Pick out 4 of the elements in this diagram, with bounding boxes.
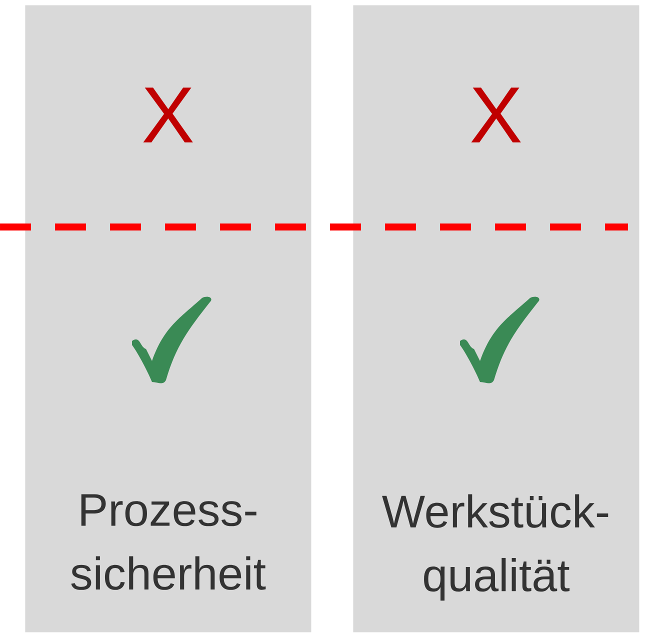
cross-mark: X — [143, 88, 193, 142]
column-label: Prozess- sicherheit — [71, 494, 266, 590]
column-label: Werkstück- qualität — [382, 494, 608, 601]
cross-mark: X — [471, 88, 521, 142]
